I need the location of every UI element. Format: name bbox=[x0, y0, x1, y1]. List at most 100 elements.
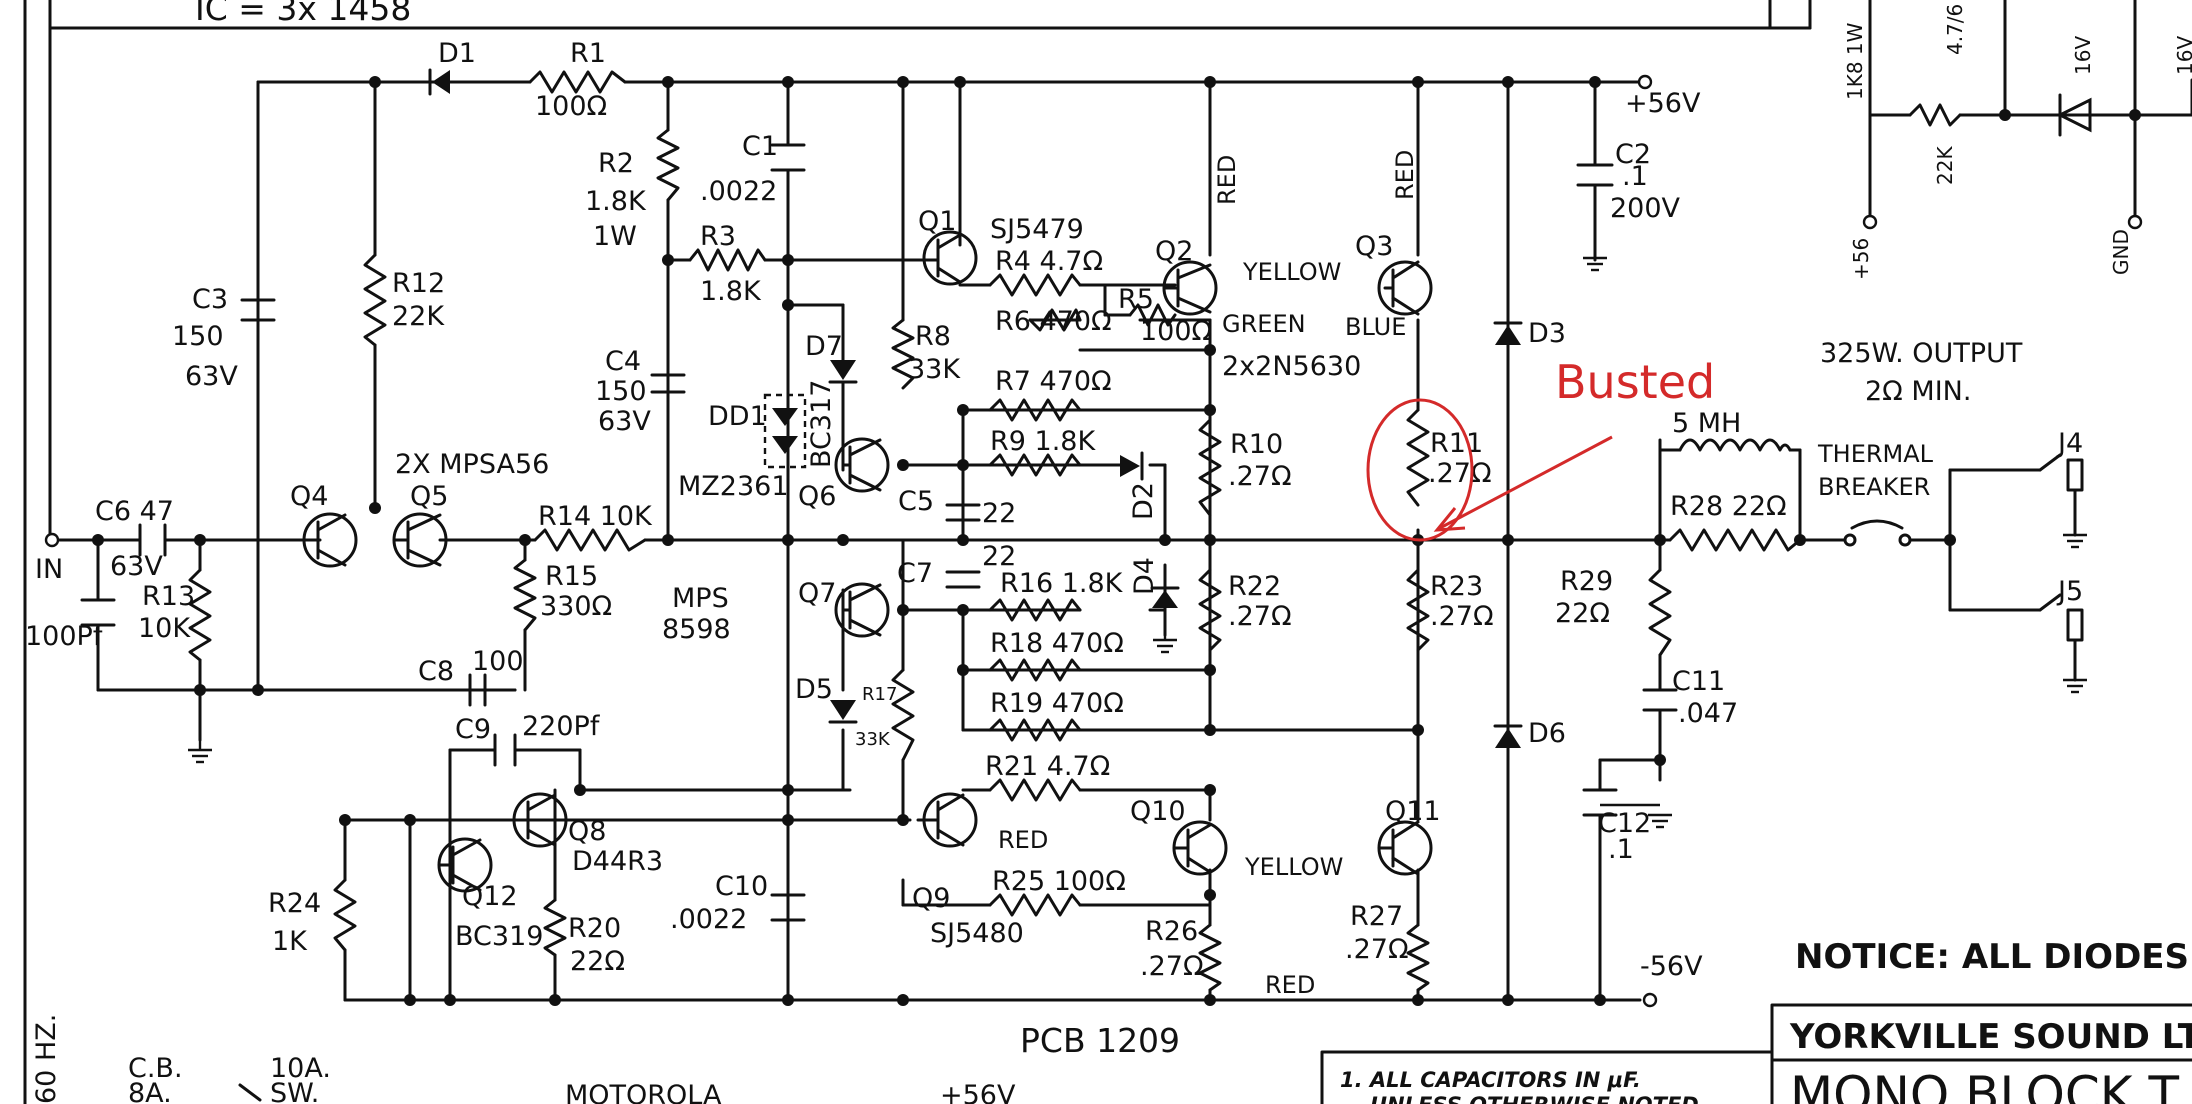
resistor-r5 bbox=[1128, 303, 1177, 327]
capacitor-c7 bbox=[945, 570, 981, 589]
busted-label: Busted bbox=[1555, 355, 1715, 409]
resistor-r24 bbox=[333, 878, 357, 952]
capacitor-c3 bbox=[240, 298, 276, 322]
transistor-q6 bbox=[834, 437, 890, 493]
svg-text:YORKVILLE SOUND LT: YORKVILLE SOUND LT bbox=[1789, 1017, 2192, 1057]
svg-text:Q12: Q12 bbox=[462, 881, 518, 912]
svg-text:SW.: SW. bbox=[270, 1078, 319, 1104]
diode-d7 bbox=[828, 360, 858, 384]
transistor-q11 bbox=[1377, 820, 1433, 876]
jack-j4 bbox=[2038, 453, 2084, 492]
svg-text:.1: .1 bbox=[1622, 161, 1648, 192]
svg-text:16V: 16V bbox=[2071, 36, 2095, 75]
resistor-r9 bbox=[988, 453, 1082, 477]
notice-text: NOTICE: ALL DIODES bbox=[1795, 937, 2189, 977]
svg-text:D6: D6 bbox=[1528, 718, 1566, 749]
svg-text:R7 470Ω: R7 470Ω bbox=[995, 366, 1112, 397]
svg-text:2x2N5630: 2x2N5630 bbox=[1222, 351, 1361, 382]
svg-text:150: 150 bbox=[172, 321, 224, 352]
svg-text:R14 10K: R14 10K bbox=[538, 501, 653, 532]
svg-text:R10: R10 bbox=[1230, 429, 1283, 460]
svg-text:-56V: -56V bbox=[1640, 951, 1703, 982]
resistor-r27 bbox=[1406, 923, 1430, 992]
svg-text:5 MH: 5 MH bbox=[1672, 408, 1741, 439]
svg-text:R23: R23 bbox=[1430, 571, 1483, 602]
svg-text:63V: 63V bbox=[185, 361, 238, 392]
svg-text:10A.: 10A. bbox=[270, 1053, 331, 1084]
svg-text:R22: R22 bbox=[1228, 571, 1281, 602]
resistor-r6 bbox=[1028, 308, 1082, 332]
svg-text:R11: R11 bbox=[1430, 428, 1483, 459]
svg-text:YELLOW: YELLOW bbox=[1242, 258, 1341, 286]
svg-text:C.B.: C.B. bbox=[128, 1053, 183, 1084]
svg-text:R8: R8 bbox=[915, 321, 951, 352]
transistors bbox=[298, 230, 1433, 893]
svg-text:D3: D3 bbox=[1528, 318, 1566, 349]
svg-text:+56: +56 bbox=[1849, 238, 1873, 280]
resistor-r10 bbox=[1198, 418, 1222, 517]
svg-text:R19 470Ω: R19 470Ω bbox=[990, 688, 1124, 719]
svg-text:C5: C5 bbox=[898, 486, 934, 517]
svg-text:16V: 16V bbox=[2173, 36, 2192, 75]
svg-text:.047: .047 bbox=[1678, 698, 1738, 729]
svg-text:SJ5479: SJ5479 bbox=[990, 214, 1084, 245]
svg-text:BC319: BC319 bbox=[455, 921, 543, 952]
svg-text:.0022: .0022 bbox=[700, 176, 777, 207]
svg-text:.27Ω: .27Ω bbox=[1228, 601, 1292, 632]
resistor-r11 bbox=[1406, 408, 1430, 507]
capacitor-c12 bbox=[1582, 788, 1618, 817]
svg-text:BLUE: BLUE bbox=[1345, 313, 1406, 341]
resistors bbox=[188, 70, 1962, 992]
diode-dd1 bbox=[763, 393, 807, 469]
svg-text:.27Ω: .27Ω bbox=[1140, 951, 1204, 982]
svg-text:8A.: 8A. bbox=[128, 1078, 172, 1104]
svg-text:10K: 10K bbox=[138, 613, 191, 644]
diode-d6 bbox=[1493, 724, 1523, 748]
thermal-breaker bbox=[1843, 519, 1912, 547]
svg-text:C12: C12 bbox=[1598, 808, 1651, 839]
pcb-label: PCB 1209 bbox=[1020, 1021, 1180, 1060]
svg-text:YELLOW: YELLOW bbox=[1244, 853, 1343, 881]
svg-text:D5: D5 bbox=[795, 674, 833, 705]
svg-text:1.8K: 1.8K bbox=[585, 186, 647, 217]
svg-text:R24: R24 bbox=[268, 888, 321, 919]
resistor-r13 bbox=[188, 568, 212, 662]
capacitor-c4 bbox=[650, 373, 686, 394]
svg-text:Q7: Q7 bbox=[798, 578, 836, 609]
svg-text:Q3: Q3 bbox=[1355, 231, 1393, 262]
busted-annotation: Busted bbox=[1366, 355, 1715, 542]
svg-text:GREEN: GREEN bbox=[1222, 310, 1306, 338]
svg-text:22K: 22K bbox=[392, 301, 445, 332]
transistor-q5 bbox=[392, 512, 448, 568]
svg-text:J4: J4 bbox=[2056, 428, 2083, 459]
ground-symbols bbox=[188, 256, 2087, 829]
resistor-r25 bbox=[988, 893, 1082, 917]
svg-text:.27Ω: .27Ω bbox=[1345, 934, 1409, 965]
svg-text:D4: D4 bbox=[1129, 557, 1160, 595]
transistor-q3 bbox=[1377, 260, 1433, 316]
output-spec: 325W. OUTPUT 2Ω MIN. THERMAL BREAKER bbox=[1817, 338, 2023, 501]
transistor-q2 bbox=[1162, 260, 1218, 316]
svg-text:100Ω: 100Ω bbox=[535, 91, 607, 122]
svg-text:C3: C3 bbox=[192, 284, 228, 315]
capacitor-c5 bbox=[945, 503, 981, 522]
capacitor-c11 bbox=[1642, 688, 1678, 737]
svg-text:22K: 22K bbox=[1933, 146, 1957, 185]
svg-text:200V: 200V bbox=[1610, 193, 1681, 224]
svg-text:J5: J5 bbox=[2056, 576, 2083, 607]
diode-d2 bbox=[1078, 451, 1144, 481]
svg-text:R29: R29 bbox=[1560, 566, 1613, 597]
svg-text:1K: 1K bbox=[272, 926, 308, 957]
svg-text:UNLESS OTHERWISE NOTED: UNLESS OTHERWISE NOTED bbox=[1370, 1093, 1699, 1104]
svg-text:33K: 33K bbox=[908, 354, 961, 385]
svg-text:C9: C9 bbox=[455, 714, 491, 745]
bottom-fragments: 60 HZ. C.B. 8A. 10A. SW. MOTOROLA +56V bbox=[31, 1014, 1016, 1104]
resistor-r1 bbox=[528, 70, 627, 94]
capacitor-c6 bbox=[138, 523, 167, 557]
svg-text:R5: R5 bbox=[1118, 284, 1154, 315]
svg-text:R27: R27 bbox=[1350, 901, 1403, 932]
svg-text:BC317: BC317 bbox=[806, 380, 837, 468]
svg-text:+56V: +56V bbox=[1625, 88, 1701, 119]
svg-text:.27Ω: .27Ω bbox=[1228, 461, 1292, 492]
inductor-5mh bbox=[1678, 438, 1792, 452]
